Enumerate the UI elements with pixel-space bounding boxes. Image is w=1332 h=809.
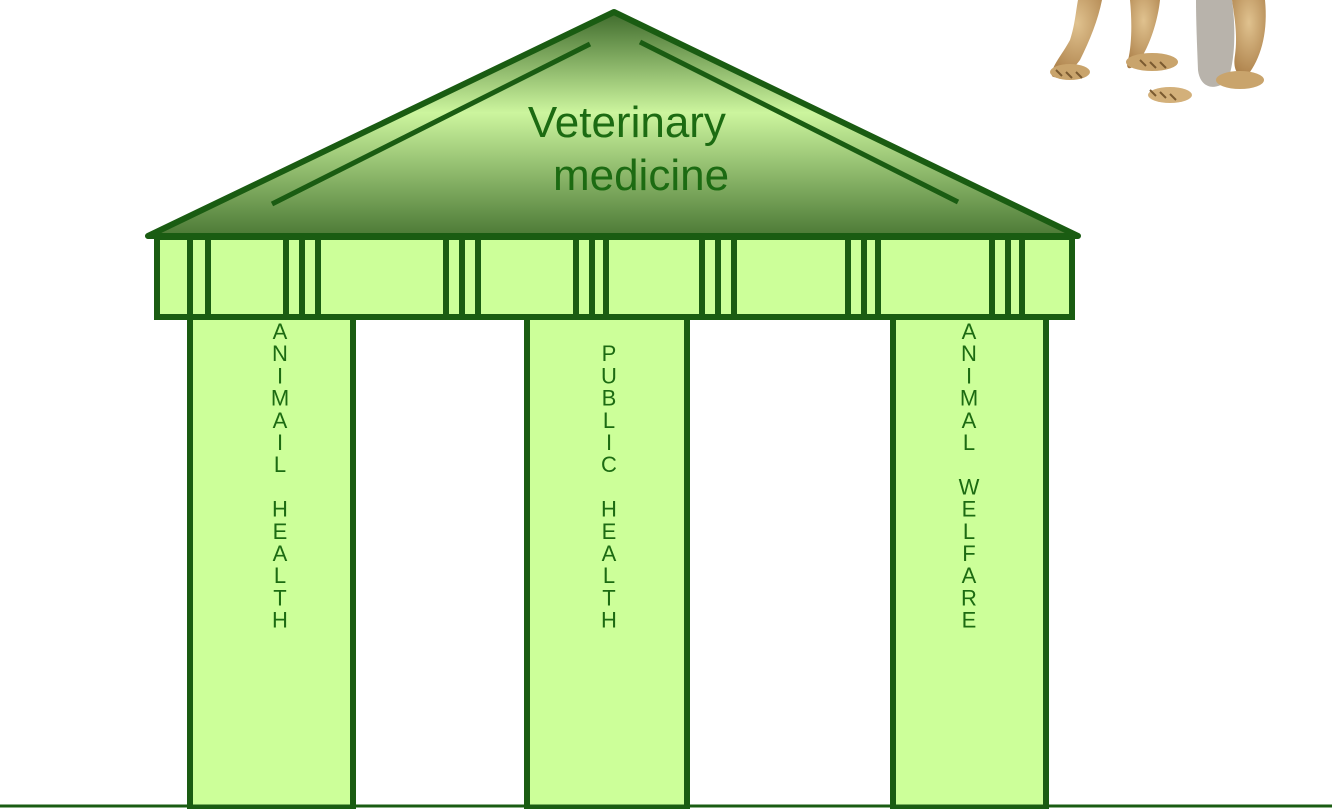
pillar-letter: H [272,608,288,633]
pillar-letter: C [601,452,617,477]
roof-pediment: Veterinary medicine [148,12,1078,236]
pillar-letter: E [962,608,977,633]
dog-photo-icon [1050,0,1266,103]
pillar-letter: H [601,608,617,633]
pillar-letter: L [963,430,975,455]
entablature [157,237,1072,317]
pillar-letter: L [274,452,286,477]
